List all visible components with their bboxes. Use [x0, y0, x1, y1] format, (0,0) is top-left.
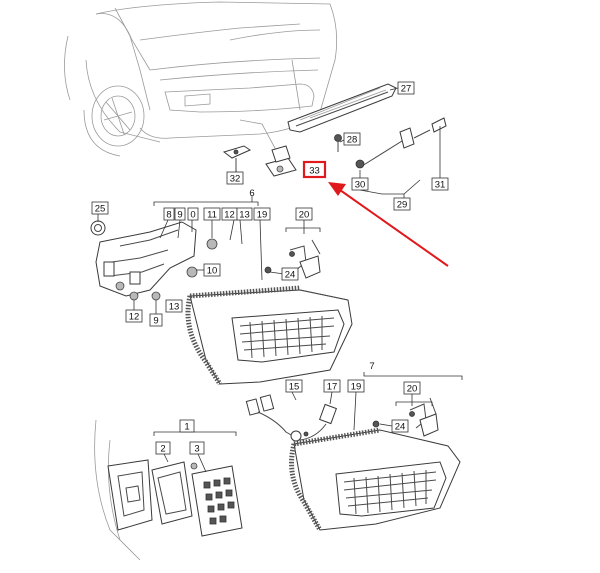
svg-text:12: 12 [129, 312, 140, 323]
svg-text:13: 13 [169, 302, 180, 313]
svg-text:15: 15 [289, 382, 300, 393]
callout-13-top: 13 [236, 207, 253, 221]
leader-lines [97, 87, 463, 473]
svg-text:9: 9 [153, 316, 158, 327]
svg-text:9: 9 [177, 210, 182, 221]
callout-33-highlighted: 33 [302, 160, 327, 179]
svg-text:27: 27 [401, 84, 412, 95]
svg-text:11: 11 [207, 210, 217, 221]
callout-0: 0 [187, 207, 199, 221]
screw-28 [334, 134, 342, 152]
callout-1: 1 [179, 419, 195, 433]
callout-7: 7 [369, 361, 374, 372]
callout-9-bottom: 9 [149, 313, 163, 327]
svg-text:12: 12 [224, 210, 235, 221]
callout-28: 28 [343, 132, 361, 146]
lamp-lens-grid-6 [239, 316, 335, 359]
third-brake-light [287, 83, 397, 133]
callout-11: 11 [203, 207, 221, 221]
callout-labels: 27 28 32 33 30 31 29 25 [91, 81, 449, 455]
svg-text:1: 1 [184, 422, 189, 433]
svg-text:24: 24 [285, 270, 296, 281]
callout-10: 10 [203, 263, 221, 277]
svg-text:32: 32 [230, 174, 241, 185]
highlight-arrow [328, 182, 449, 267]
callout-24-bottom: 24 [391, 419, 409, 433]
svg-text:19: 19 [257, 210, 268, 221]
callout-15: 15 [285, 379, 303, 393]
svg-text:13: 13 [239, 210, 250, 221]
wiring-rod-29 [355, 117, 447, 169]
callout-19-top: 19 [253, 207, 271, 221]
bumper-cutaway [94, 419, 193, 561]
svg-text:19: 19 [351, 382, 362, 393]
callout-32: 32 [226, 171, 244, 185]
car-rear-illustration [64, 1, 338, 157]
svg-text:24: 24 [395, 422, 406, 433]
svg-text:20: 20 [299, 210, 310, 221]
license-plate-light [222, 145, 252, 172]
callout-20-bottom: 20 [403, 381, 421, 395]
svg-text:6: 6 [249, 188, 254, 199]
svg-text:7: 7 [369, 361, 374, 372]
wiring-harness [245, 394, 338, 442]
svg-text:2: 2 [160, 444, 165, 455]
callout-3: 3 [189, 441, 205, 455]
housing-33 [265, 145, 297, 177]
svg-text:10: 10 [207, 266, 218, 277]
tail-lamp-6 [185, 239, 353, 386]
callout-24-top: 24 [281, 267, 299, 281]
callout-13-bottom: 13 [165, 299, 183, 313]
tail-lamp-7 [289, 397, 461, 532]
callout-20-top: 20 [295, 207, 313, 221]
svg-text:30: 30 [355, 180, 366, 191]
callout-2: 2 [155, 441, 171, 455]
bulb-holder-3 [190, 462, 243, 537]
callout-9-top: 9 [174, 207, 186, 221]
callout-19-bottom: 19 [347, 379, 365, 393]
callout-29: 29 [393, 197, 411, 211]
callout-25: 25 [91, 201, 109, 215]
callout-8: 8 [163, 207, 175, 221]
svg-text:33: 33 [309, 166, 320, 177]
callout-17: 17 [323, 379, 341, 393]
lamp-bracket [90, 220, 218, 301]
svg-text:0: 0 [190, 210, 195, 221]
callout-12-bottom: 12 [125, 309, 143, 323]
svg-text:31: 31 [435, 180, 446, 191]
svg-text:29: 29 [397, 200, 408, 211]
svg-text:25: 25 [95, 204, 106, 215]
svg-text:28: 28 [347, 135, 358, 146]
callout-27: 27 [397, 81, 415, 95]
svg-text:3: 3 [194, 444, 199, 455]
lamp-lens-grid-7 [343, 470, 437, 515]
callout-30: 30 [351, 177, 369, 191]
callout-12-top: 12 [221, 207, 238, 221]
svg-text:20: 20 [407, 384, 418, 395]
callout-31: 31 [431, 177, 449, 191]
svg-text:17: 17 [327, 382, 338, 393]
callout-6: 6 [249, 188, 254, 199]
svg-text:8: 8 [166, 210, 171, 221]
